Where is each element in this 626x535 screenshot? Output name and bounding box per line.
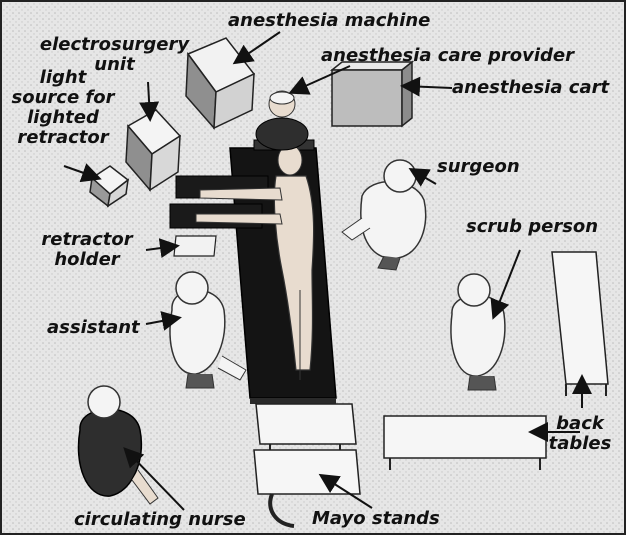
label-retractor-holder: retractor holder (26, 230, 148, 270)
label-circulating-nurse: circulating nurse (74, 510, 246, 530)
label-anesthesia-machine: anesthesia machine (228, 11, 430, 31)
label-surgeon: surgeon (437, 157, 520, 177)
label-scrub-person: scrub person (466, 217, 598, 237)
label-anesthesia-care-provider: anesthesia care provider (321, 46, 574, 66)
label-light-source: light source for lighted retractor (4, 68, 122, 148)
label-back-tables: back tables (540, 414, 620, 454)
label-assistant: assistant (47, 318, 140, 338)
label-mayo-stands: Mayo stands (312, 509, 440, 529)
label-anesthesia-cart: anesthesia cart (452, 78, 609, 98)
anesthesia-cart (332, 62, 412, 126)
